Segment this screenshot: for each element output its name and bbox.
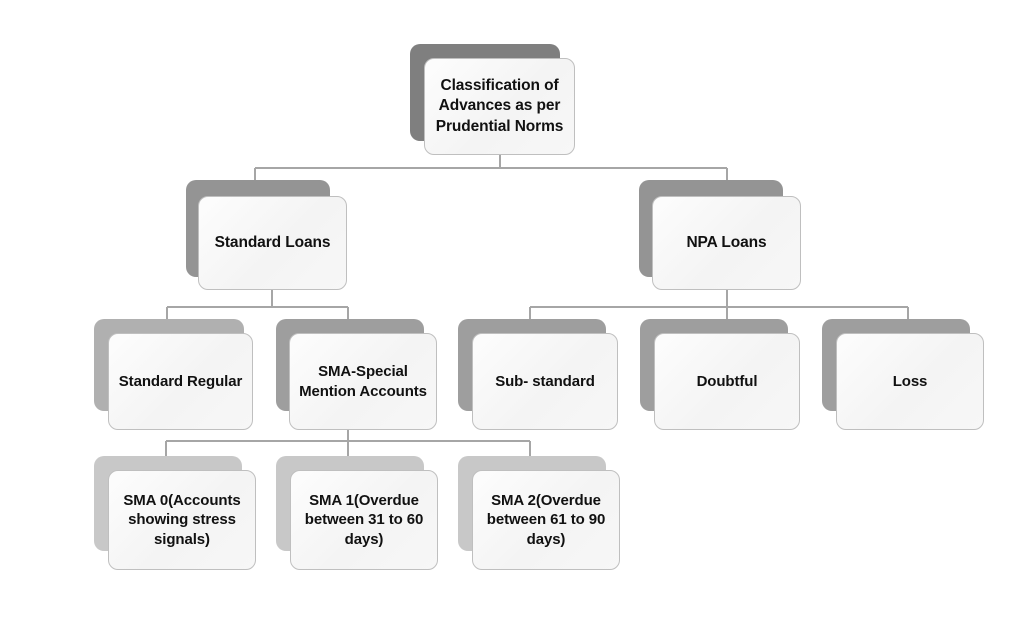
node-box-standard-regular[interactable]: Standard Regular bbox=[108, 333, 253, 430]
node-label-root: Classification of Advances as per Pruden… bbox=[435, 77, 564, 135]
node-box-sma-1[interactable]: SMA 1(Overdue between 31 to 60 days) bbox=[290, 470, 438, 570]
node-box-sma-0[interactable]: SMA 0(Accounts showing stress signals) bbox=[108, 470, 256, 570]
node-label-loss: Loss bbox=[892, 372, 928, 390]
node-box-sma-special-mention-accounts[interactable]: SMA-Special Mention Accounts bbox=[289, 333, 437, 430]
node-box-doubtful[interactable]: Doubtful bbox=[654, 333, 800, 430]
node-label-sma-2: SMA 2(Overdue between 61 to 90 days) bbox=[486, 491, 606, 548]
node-label-doubtful: Doubtful bbox=[696, 372, 758, 390]
node-box-loss[interactable]: Loss bbox=[836, 333, 984, 430]
node-label-standard-regular: Standard Regular bbox=[118, 372, 243, 390]
node-label-npa-loans: NPA Loans bbox=[686, 233, 767, 251]
node-box-npa-loans[interactable]: NPA Loans bbox=[652, 196, 801, 290]
node-label-sma-special-mention-accounts: SMA-Special Mention Accounts bbox=[299, 363, 427, 400]
node-box-sub-standard[interactable]: Sub- standard bbox=[472, 333, 618, 430]
node-label-sub-standard: Sub- standard bbox=[495, 372, 595, 390]
node-label-sma-0: SMA 0(Accounts showing stress signals) bbox=[123, 491, 241, 548]
node-label-standard-loans: Standard Loans bbox=[214, 233, 331, 251]
node-label-sma-1: SMA 1(Overdue between 31 to 60 days) bbox=[304, 491, 424, 548]
node-box-root[interactable]: Classification of Advances as per Pruden… bbox=[424, 58, 575, 155]
node-box-standard-loans[interactable]: Standard Loans bbox=[198, 196, 347, 290]
node-box-sma-2[interactable]: SMA 2(Overdue between 61 to 90 days) bbox=[472, 470, 620, 570]
